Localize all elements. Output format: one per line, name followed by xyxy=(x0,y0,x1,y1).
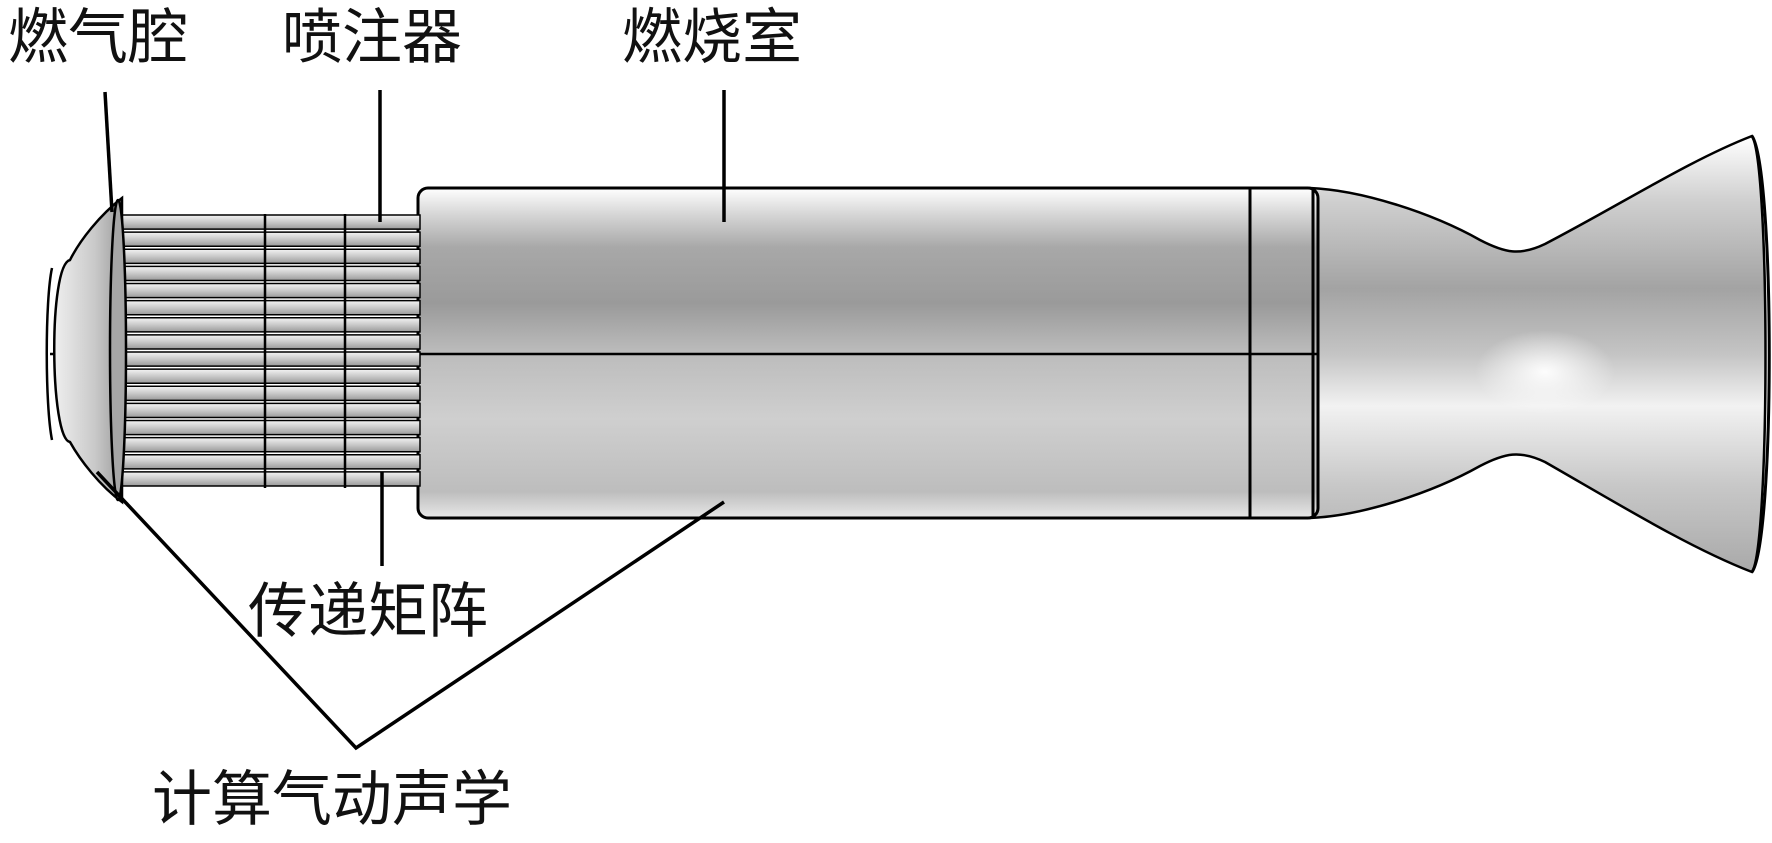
injector-tube xyxy=(117,454,421,470)
leader-gas-cavity xyxy=(103,91,114,213)
injector-tube xyxy=(117,282,421,299)
injector-tube xyxy=(117,351,421,367)
injector-bundle xyxy=(117,214,421,488)
injector-tube xyxy=(117,317,421,333)
injector-tube xyxy=(117,402,421,419)
injector-tube xyxy=(117,231,421,247)
injector-tube xyxy=(117,214,421,230)
injector-tube xyxy=(117,368,421,384)
label-combustion-chamber: 燃烧室 xyxy=(622,3,802,73)
label-transfer-matrix: 传递矩阵 xyxy=(248,577,488,647)
label-gas-cavity: 燃气腔 xyxy=(8,3,188,73)
injector-tube xyxy=(117,265,421,282)
injector-tube xyxy=(117,299,421,316)
leader-lines xyxy=(95,90,726,751)
injector-tube xyxy=(117,471,421,487)
injector-tube xyxy=(117,419,421,436)
label-injector: 喷注器 xyxy=(282,3,462,73)
label-cfd-acoustics: 计算气动声学 xyxy=(152,765,512,835)
injector-tube xyxy=(117,248,421,265)
gas-cavity-dome xyxy=(45,195,128,505)
leader-cfd-acoustics xyxy=(95,470,725,751)
nozzle xyxy=(1308,134,1771,574)
injector-tube xyxy=(117,436,421,453)
injector-tube xyxy=(117,385,421,402)
injector-tube xyxy=(117,334,421,350)
